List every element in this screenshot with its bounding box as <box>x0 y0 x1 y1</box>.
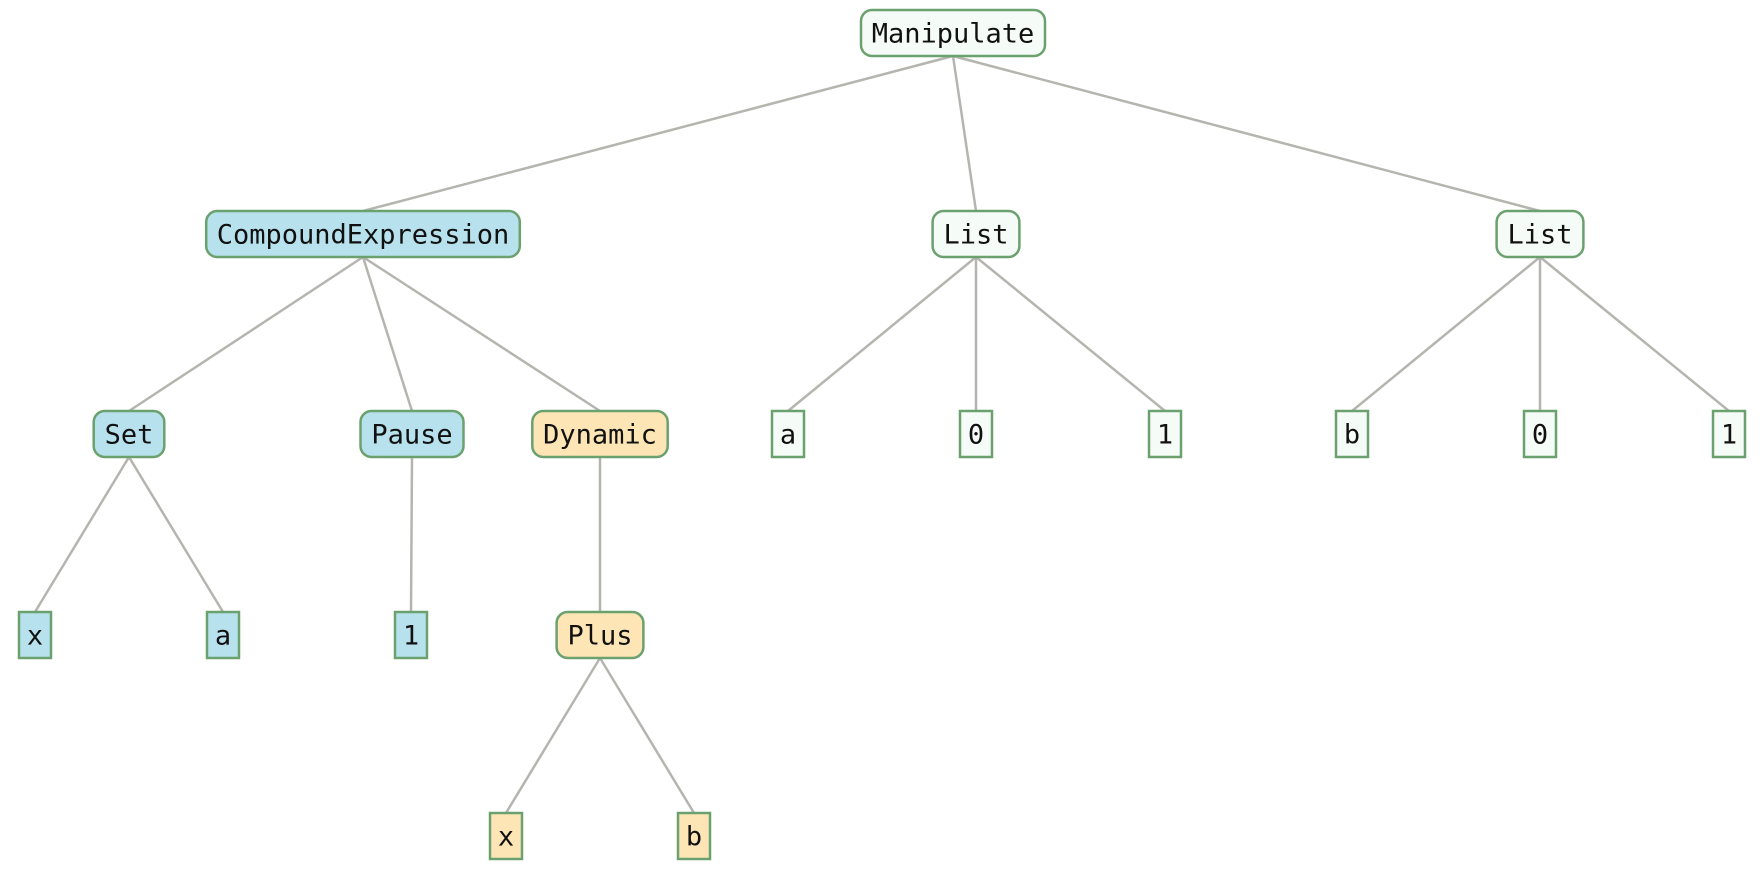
node-set-a: a <box>205 610 241 660</box>
node-box-dynamic <box>531 409 669 459</box>
node-box-list-1 <box>931 209 1021 259</box>
node-set: Set <box>92 409 166 459</box>
edge-compound-expression-to-set <box>128 255 364 413</box>
edge-plus-to-plus-b <box>598 657 696 814</box>
node-pause-1: 1 <box>393 610 429 660</box>
node-label-list-2-0: 0 <box>1532 420 1548 451</box>
node-label-pause-1: 1 <box>403 621 419 652</box>
node-list-1: List <box>931 209 1021 259</box>
edge-manipulate-to-compound-expression <box>362 54 954 213</box>
node-label-dynamic: Dynamic <box>543 420 657 451</box>
edge-list-2-to-list-2-1 <box>1539 256 1730 412</box>
node-box-set-a <box>205 610 241 660</box>
node-label-list-2-1: 1 <box>1721 420 1737 451</box>
edge-list-1-to-list-1-1 <box>975 256 1166 412</box>
node-box-list-1-a <box>770 409 806 459</box>
node-list-1-a: a <box>770 409 806 459</box>
node-label-set: Set <box>105 420 154 451</box>
node-box-set <box>92 409 166 459</box>
node-box-pause <box>359 409 465 459</box>
node-label-list-2-b: b <box>1344 420 1360 451</box>
edge-list-1-to-list-1-a <box>787 256 977 412</box>
node-plus-x: x <box>488 811 524 861</box>
node-list-1-1: 1 <box>1147 409 1183 459</box>
node-label-list-1-1: 1 <box>1157 420 1173 451</box>
node-label-list-1-0: 0 <box>968 420 984 451</box>
node-list-2-b: b <box>1334 409 1370 459</box>
node-label-set-x: x <box>27 621 43 652</box>
node-pause: Pause <box>359 409 465 459</box>
node-label-pause: Pause <box>371 420 452 451</box>
node-box-list-2-b <box>1334 409 1370 459</box>
node-box-manipulate <box>859 8 1047 58</box>
node-box-list-2 <box>1495 209 1585 259</box>
node-box-list-2-0 <box>1522 409 1558 459</box>
node-box-plus-b <box>676 811 712 861</box>
node-label-plus-x: x <box>498 822 514 853</box>
node-label-plus-b: b <box>686 822 702 853</box>
node-dynamic: Dynamic <box>531 409 669 459</box>
node-list-2-0: 0 <box>1522 409 1558 459</box>
node-label-set-a: a <box>215 621 231 652</box>
node-box-plus <box>555 610 645 660</box>
edge-compound-expression-to-pause <box>361 256 414 412</box>
node-label-list-2: List <box>1507 220 1572 251</box>
node-compound-expression: CompoundExpression <box>204 209 522 259</box>
node-box-pause-1 <box>393 610 429 660</box>
node-manipulate: Manipulate <box>859 8 1047 58</box>
node-plus: Plus <box>555 610 645 660</box>
node-label-plus: Plus <box>567 621 632 652</box>
node-box-list-1-1 <box>1147 409 1183 459</box>
node-box-plus-x <box>488 811 524 861</box>
node-box-compound-expression <box>204 209 522 259</box>
edge-set-to-set-x <box>33 456 131 613</box>
node-plus-b: b <box>676 811 712 861</box>
node-list-1-0: 0 <box>958 409 994 459</box>
node-label-manipulate: Manipulate <box>872 19 1035 50</box>
edge-manipulate-to-list-2 <box>952 54 1541 213</box>
tree-edges <box>33 54 1730 814</box>
edge-manipulate-to-list-1 <box>951 55 978 212</box>
node-box-list-2-1 <box>1711 409 1747 459</box>
edge-plus-to-plus-x <box>504 657 602 814</box>
node-label-list-1: List <box>943 220 1008 251</box>
node-list-2-1: 1 <box>1711 409 1747 459</box>
edge-set-to-set-a <box>127 456 225 613</box>
node-label-list-1-a: a <box>780 420 796 451</box>
node-list-2: List <box>1495 209 1585 259</box>
edge-pause-to-pause-1 <box>409 456 414 613</box>
node-box-set-x <box>17 610 53 660</box>
node-set-x: x <box>17 610 53 660</box>
node-label-compound-expression: CompoundExpression <box>217 220 510 251</box>
edge-list-2-to-list-2-b <box>1351 256 1541 412</box>
node-box-list-1-0 <box>958 409 994 459</box>
edge-compound-expression-to-dynamic <box>362 255 601 413</box>
